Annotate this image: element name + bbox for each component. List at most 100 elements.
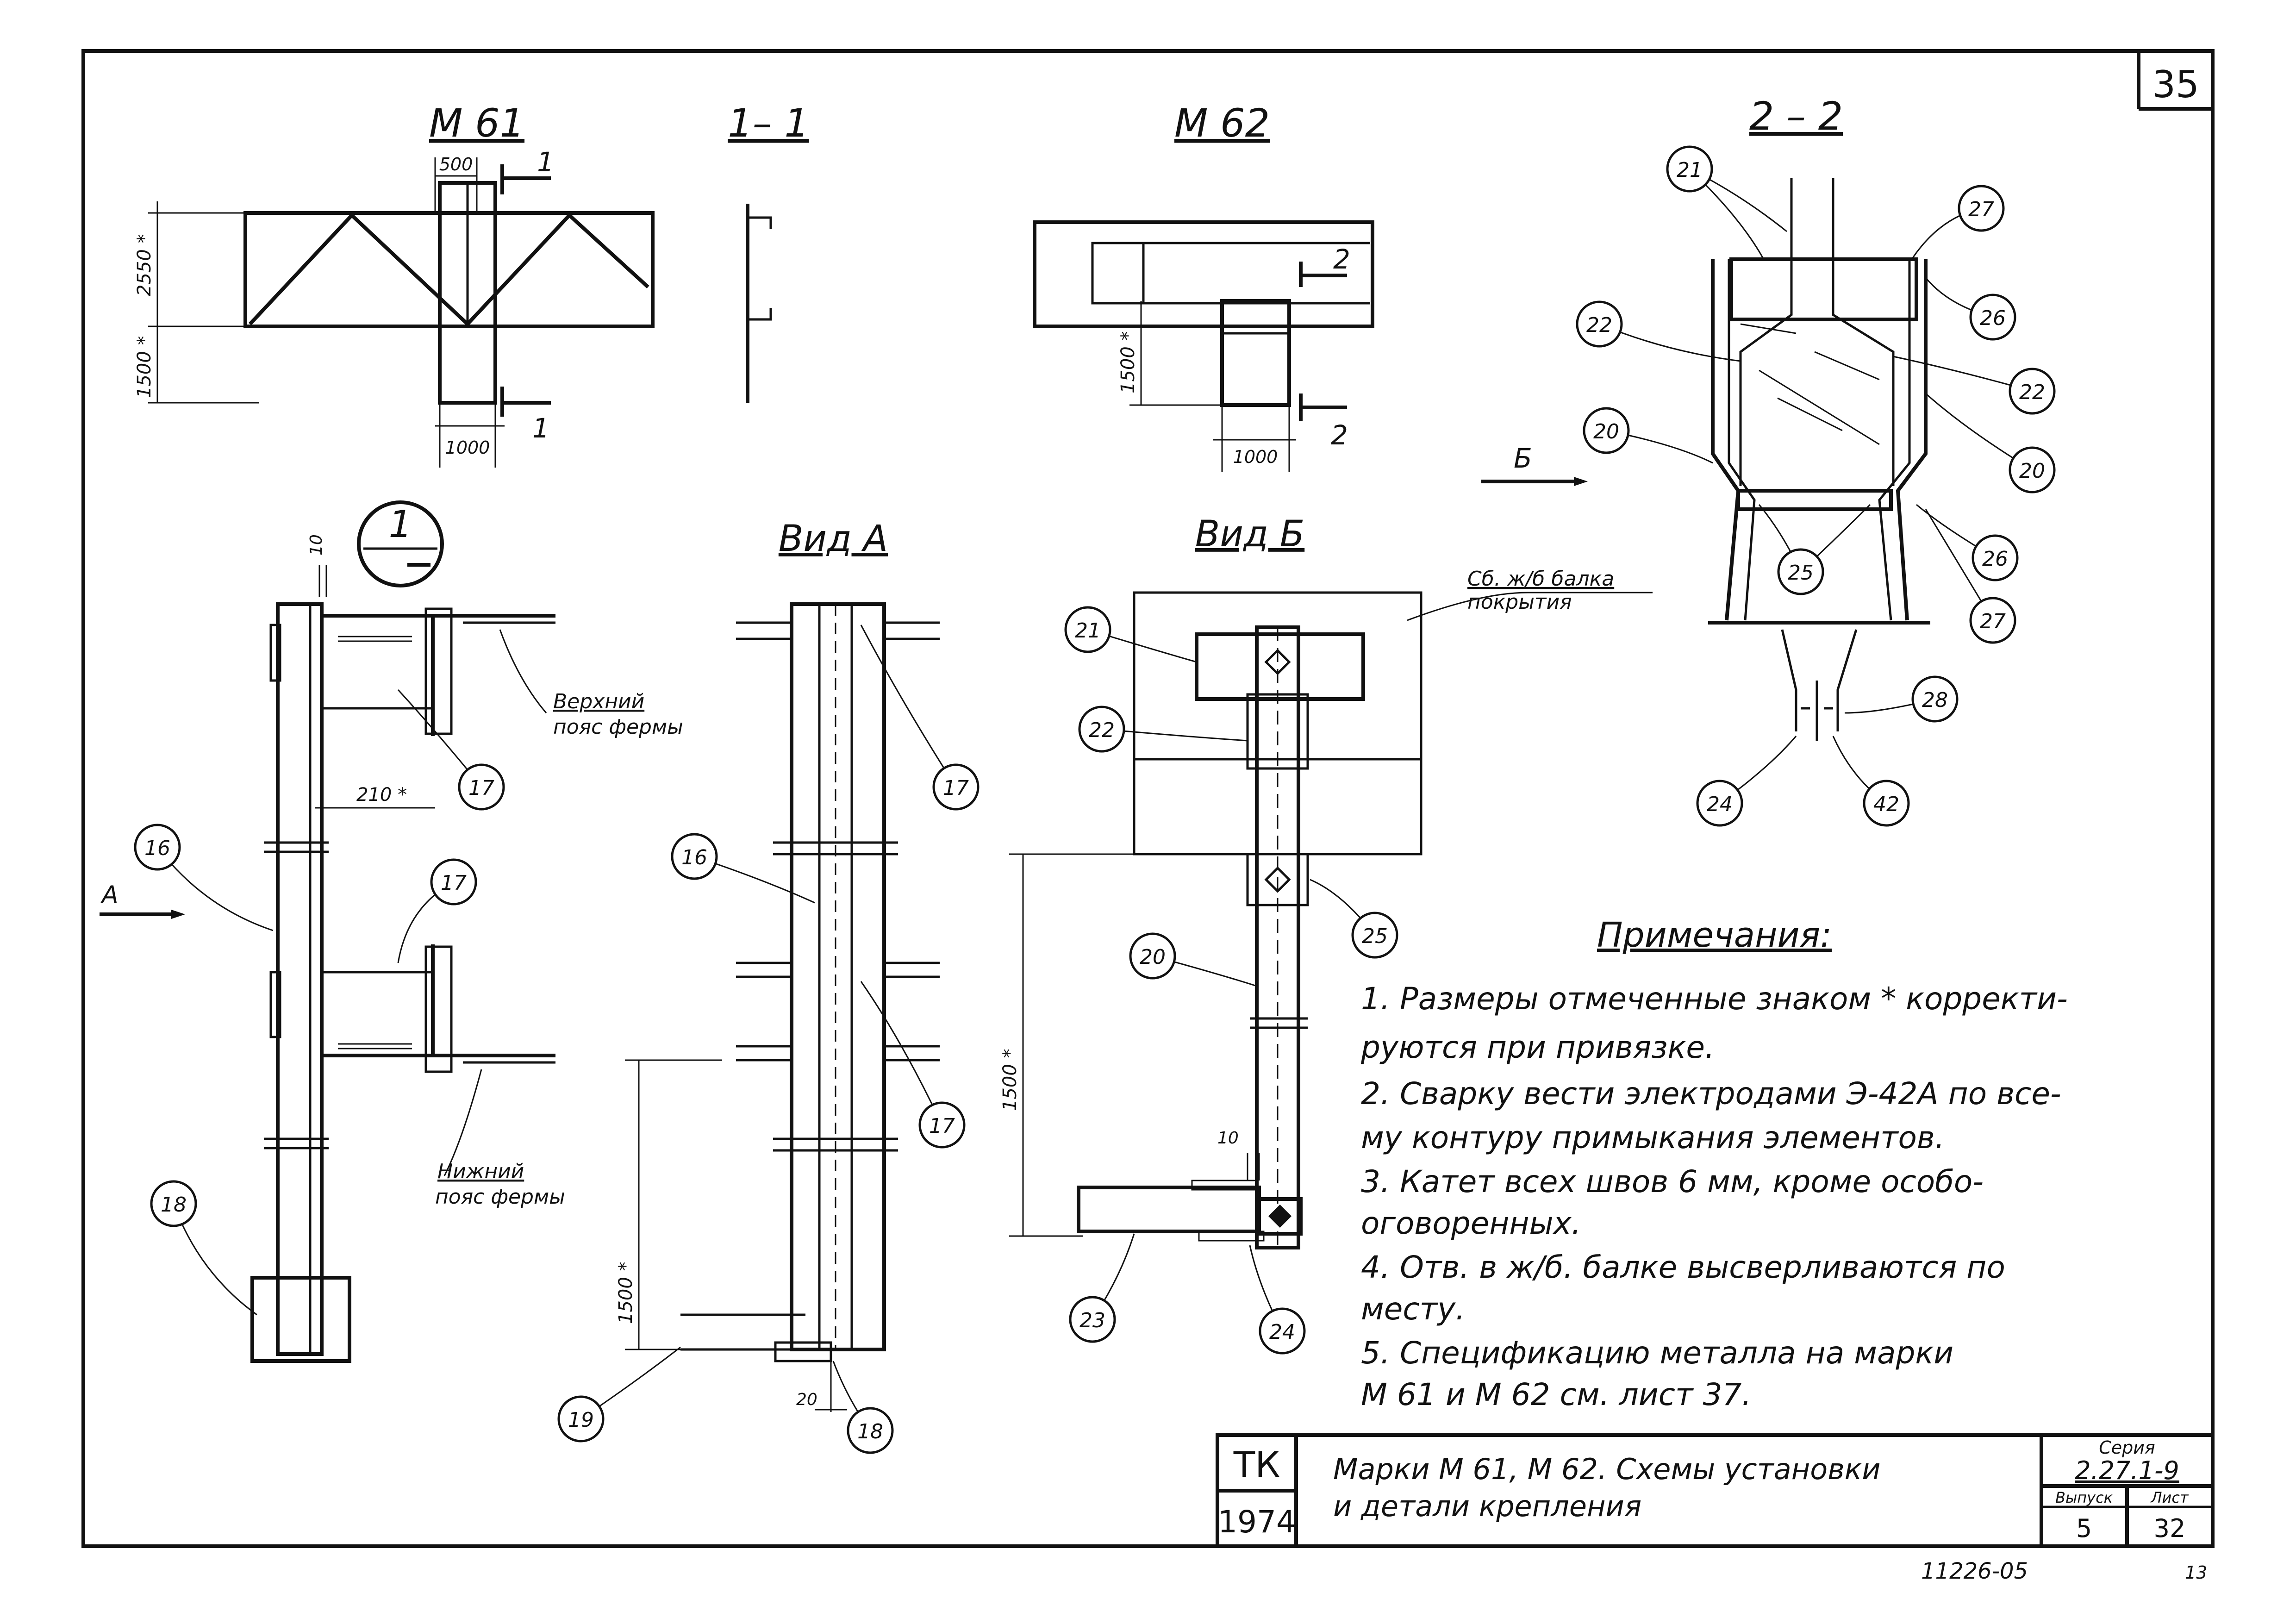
view-b-title: Вид Б [1195, 513, 1304, 555]
callout-42: 42 [1832, 736, 1910, 827]
view-b: Вид Б 1500 * 10 Сб. ж/б балка покрытия [999, 513, 1653, 1249]
callout-17-a: 17 [397, 689, 505, 811]
svg-text:17: 17 [943, 776, 969, 800]
label-bot-chord-1: Нижний [437, 1160, 524, 1183]
series-value: 2.27.1-9 [2075, 1456, 2179, 1485]
note-line-7: 4. Отв. в ж/б. балке высверливаются по [1361, 1249, 2005, 1285]
view-a-title: Вид А [779, 518, 888, 560]
section-2-mark-top: 2 [1333, 244, 1350, 275]
svg-text:25: 25 [1362, 924, 1388, 948]
callout-22-a: 22 [1078, 706, 1248, 753]
callout-16-b: 16 [671, 833, 815, 904]
svg-text:28: 28 [1922, 688, 1948, 712]
callout-27-a: 27 [1911, 185, 2005, 260]
arrow-a-label: А [100, 881, 119, 909]
note-line-2: руются при привязке. [1360, 1030, 1715, 1065]
callout-27-b: 27 [1925, 509, 2016, 644]
dim-1500-b: 1500 * [1117, 331, 1139, 394]
callout-17-c: 17 [860, 625, 980, 811]
org-code: ТК [1233, 1444, 1280, 1485]
note-line-1: 1. Размеры отмеченные знаком * корректи- [1361, 981, 2068, 1017]
note-line-5: 3. Катет всех швов 6 мм, кроме особо- [1361, 1164, 1984, 1199]
dim-20: 20 [796, 1390, 817, 1409]
m62-title: М 62 [1174, 100, 1270, 146]
section-1-1-title: 1– 1 [728, 100, 809, 146]
svg-text:22: 22 [1089, 718, 1115, 742]
dim-10-b: 10 [1217, 1129, 1239, 1148]
svg-text:17: 17 [929, 1114, 955, 1138]
drawing-title-line-2: и детали крепления [1333, 1489, 1641, 1523]
label-top-chord-2: пояс фермы [553, 715, 683, 739]
label-bot-chord-2: пояс фермы [435, 1185, 565, 1209]
section-2-2-title: 2 – 2 [1749, 94, 1843, 139]
dim-210: 210 * [356, 784, 407, 806]
callout-22-c: 22 [1893, 356, 2056, 415]
detail-1: 1 10 210 * А Верхни [100, 500, 683, 1363]
callout-21-a: 21 [1064, 606, 1197, 663]
svg-text:24: 24 [1707, 793, 1733, 816]
issue-label: Выпуск [2055, 1489, 2113, 1506]
callout-18-a: 18 [150, 1180, 257, 1316]
svg-text:23: 23 [1079, 1309, 1105, 1332]
svg-text:27: 27 [1968, 198, 1994, 221]
arrow-b-label: Б [1514, 443, 1532, 474]
label-top-chord-1: Верхний [553, 690, 644, 713]
detail-number: 1 [389, 503, 412, 546]
dim-10-a: 10 [307, 534, 326, 556]
svg-text:42: 42 [1873, 793, 1899, 816]
callout-17-d: 17 [860, 981, 966, 1149]
corner-mark: 13 [2185, 1562, 2207, 1583]
svg-text:17: 17 [468, 776, 494, 800]
sheet-value: 32 [2154, 1514, 2186, 1543]
callout-16-a: 16 [134, 824, 274, 931]
sheet-label: Лист [2150, 1489, 2189, 1506]
svg-text:26: 26 [1980, 306, 2006, 330]
callout-23: 23 [1069, 1233, 1135, 1343]
m62-elevation: М 62 2 2 1500 * 1000 [1033, 100, 1374, 472]
note-line-3: 2. Сварку вести электродами Э-42А по все… [1361, 1076, 2061, 1112]
doc-number: 11226-05 [1921, 1558, 2028, 1584]
note-line-4: му контуру примыкания элементов. [1361, 1120, 1945, 1156]
note-line-6: оговоренных. [1361, 1206, 1581, 1241]
svg-text:21: 21 [1075, 619, 1101, 643]
section-2-2: 2 – 2 Б [1481, 94, 1930, 741]
callout-19: 19 [557, 1346, 681, 1443]
label-beam-1: Сб. ж/б балка [1467, 567, 1614, 591]
series-label: Серия [2099, 1437, 2155, 1458]
callout-26-b: 26 [1916, 504, 2019, 581]
note-line-10: М 61 и М 62 см. лист 37. [1361, 1377, 1751, 1412]
callout-25-a: 25 [1310, 879, 1398, 959]
issue-value: 5 [2076, 1514, 2092, 1543]
callout-20-c: 20 [1925, 393, 2056, 493]
note-line-9: 5. Спецификацию металла на марки [1361, 1335, 1953, 1371]
callout-24-a: 24 [1249, 1245, 1306, 1355]
section-1-1: 1– 1 [728, 100, 809, 403]
dim-1000-a: 1000 [445, 437, 490, 458]
section-1-mark-top: 1 [537, 146, 554, 178]
m61-elevation: М 61 1 1 500 2550 * 1500 * 1000 [134, 100, 655, 468]
svg-text:25: 25 [1788, 561, 1814, 585]
callout-26-a: 26 [1925, 277, 2016, 341]
svg-text:26: 26 [1982, 547, 2008, 571]
callout-20-a: 20 [1129, 932, 1257, 987]
m61-title: М 61 [429, 100, 524, 146]
section-1-mark-bottom: 1 [532, 412, 549, 444]
note-line-8: месту. [1361, 1291, 1465, 1327]
svg-text:16: 16 [681, 846, 707, 869]
notes-heading: Примечания: [1597, 915, 1832, 955]
dim-2550: 2550 * [134, 234, 155, 296]
svg-text:20: 20 [1140, 945, 1166, 969]
callout-18-b: 18 [832, 1361, 894, 1454]
svg-text:24: 24 [1269, 1320, 1295, 1344]
sheet-frame [81, 49, 2215, 1548]
dim-1500-d: 1500 * [999, 1049, 1021, 1111]
callout-21-b: 21 [1666, 145, 1787, 260]
title-block: ТК 1974 Марки М 61, М 62. Схемы установк… [1216, 1433, 2215, 1548]
label-beam-2: покрытия [1467, 590, 1572, 614]
dim-1500-a: 1500 * [134, 336, 155, 398]
callout-17-b: 17 [397, 858, 477, 963]
dim-1000-b: 1000 [1233, 447, 1278, 467]
svg-text:18: 18 [857, 1420, 883, 1443]
svg-text:27: 27 [1980, 610, 2006, 633]
